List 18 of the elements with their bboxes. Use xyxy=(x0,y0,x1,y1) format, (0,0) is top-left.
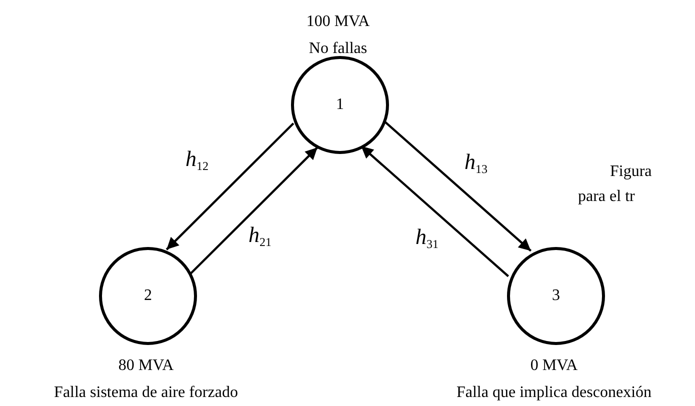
edge-label: h$_{31}$ xyxy=(414,226,440,250)
edge-label: h$_{21}$ xyxy=(246,224,274,248)
arrow xyxy=(190,146,318,274)
condition-label: No fallas xyxy=(308,39,368,59)
state-number: 1 xyxy=(336,96,344,114)
edge-label: h$_{13}$ xyxy=(462,151,490,175)
capacity-label: 0 MVA xyxy=(529,356,579,376)
capacity-label: 100 MVA xyxy=(306,12,370,32)
caption-text: para el tr xyxy=(578,188,635,206)
arrow xyxy=(166,122,294,250)
edge-label: h$_{12}$ xyxy=(184,148,210,172)
caption-text: Figura xyxy=(610,163,652,181)
condition-label: Falla que implica desconexión xyxy=(456,383,652,403)
condition-label: Falla sistema de aire forzado xyxy=(54,383,238,403)
capacity-label: 80 MVA xyxy=(117,356,175,376)
state-number: 3 xyxy=(552,287,560,305)
arrow xyxy=(360,145,510,278)
state-number: 2 xyxy=(144,287,152,305)
